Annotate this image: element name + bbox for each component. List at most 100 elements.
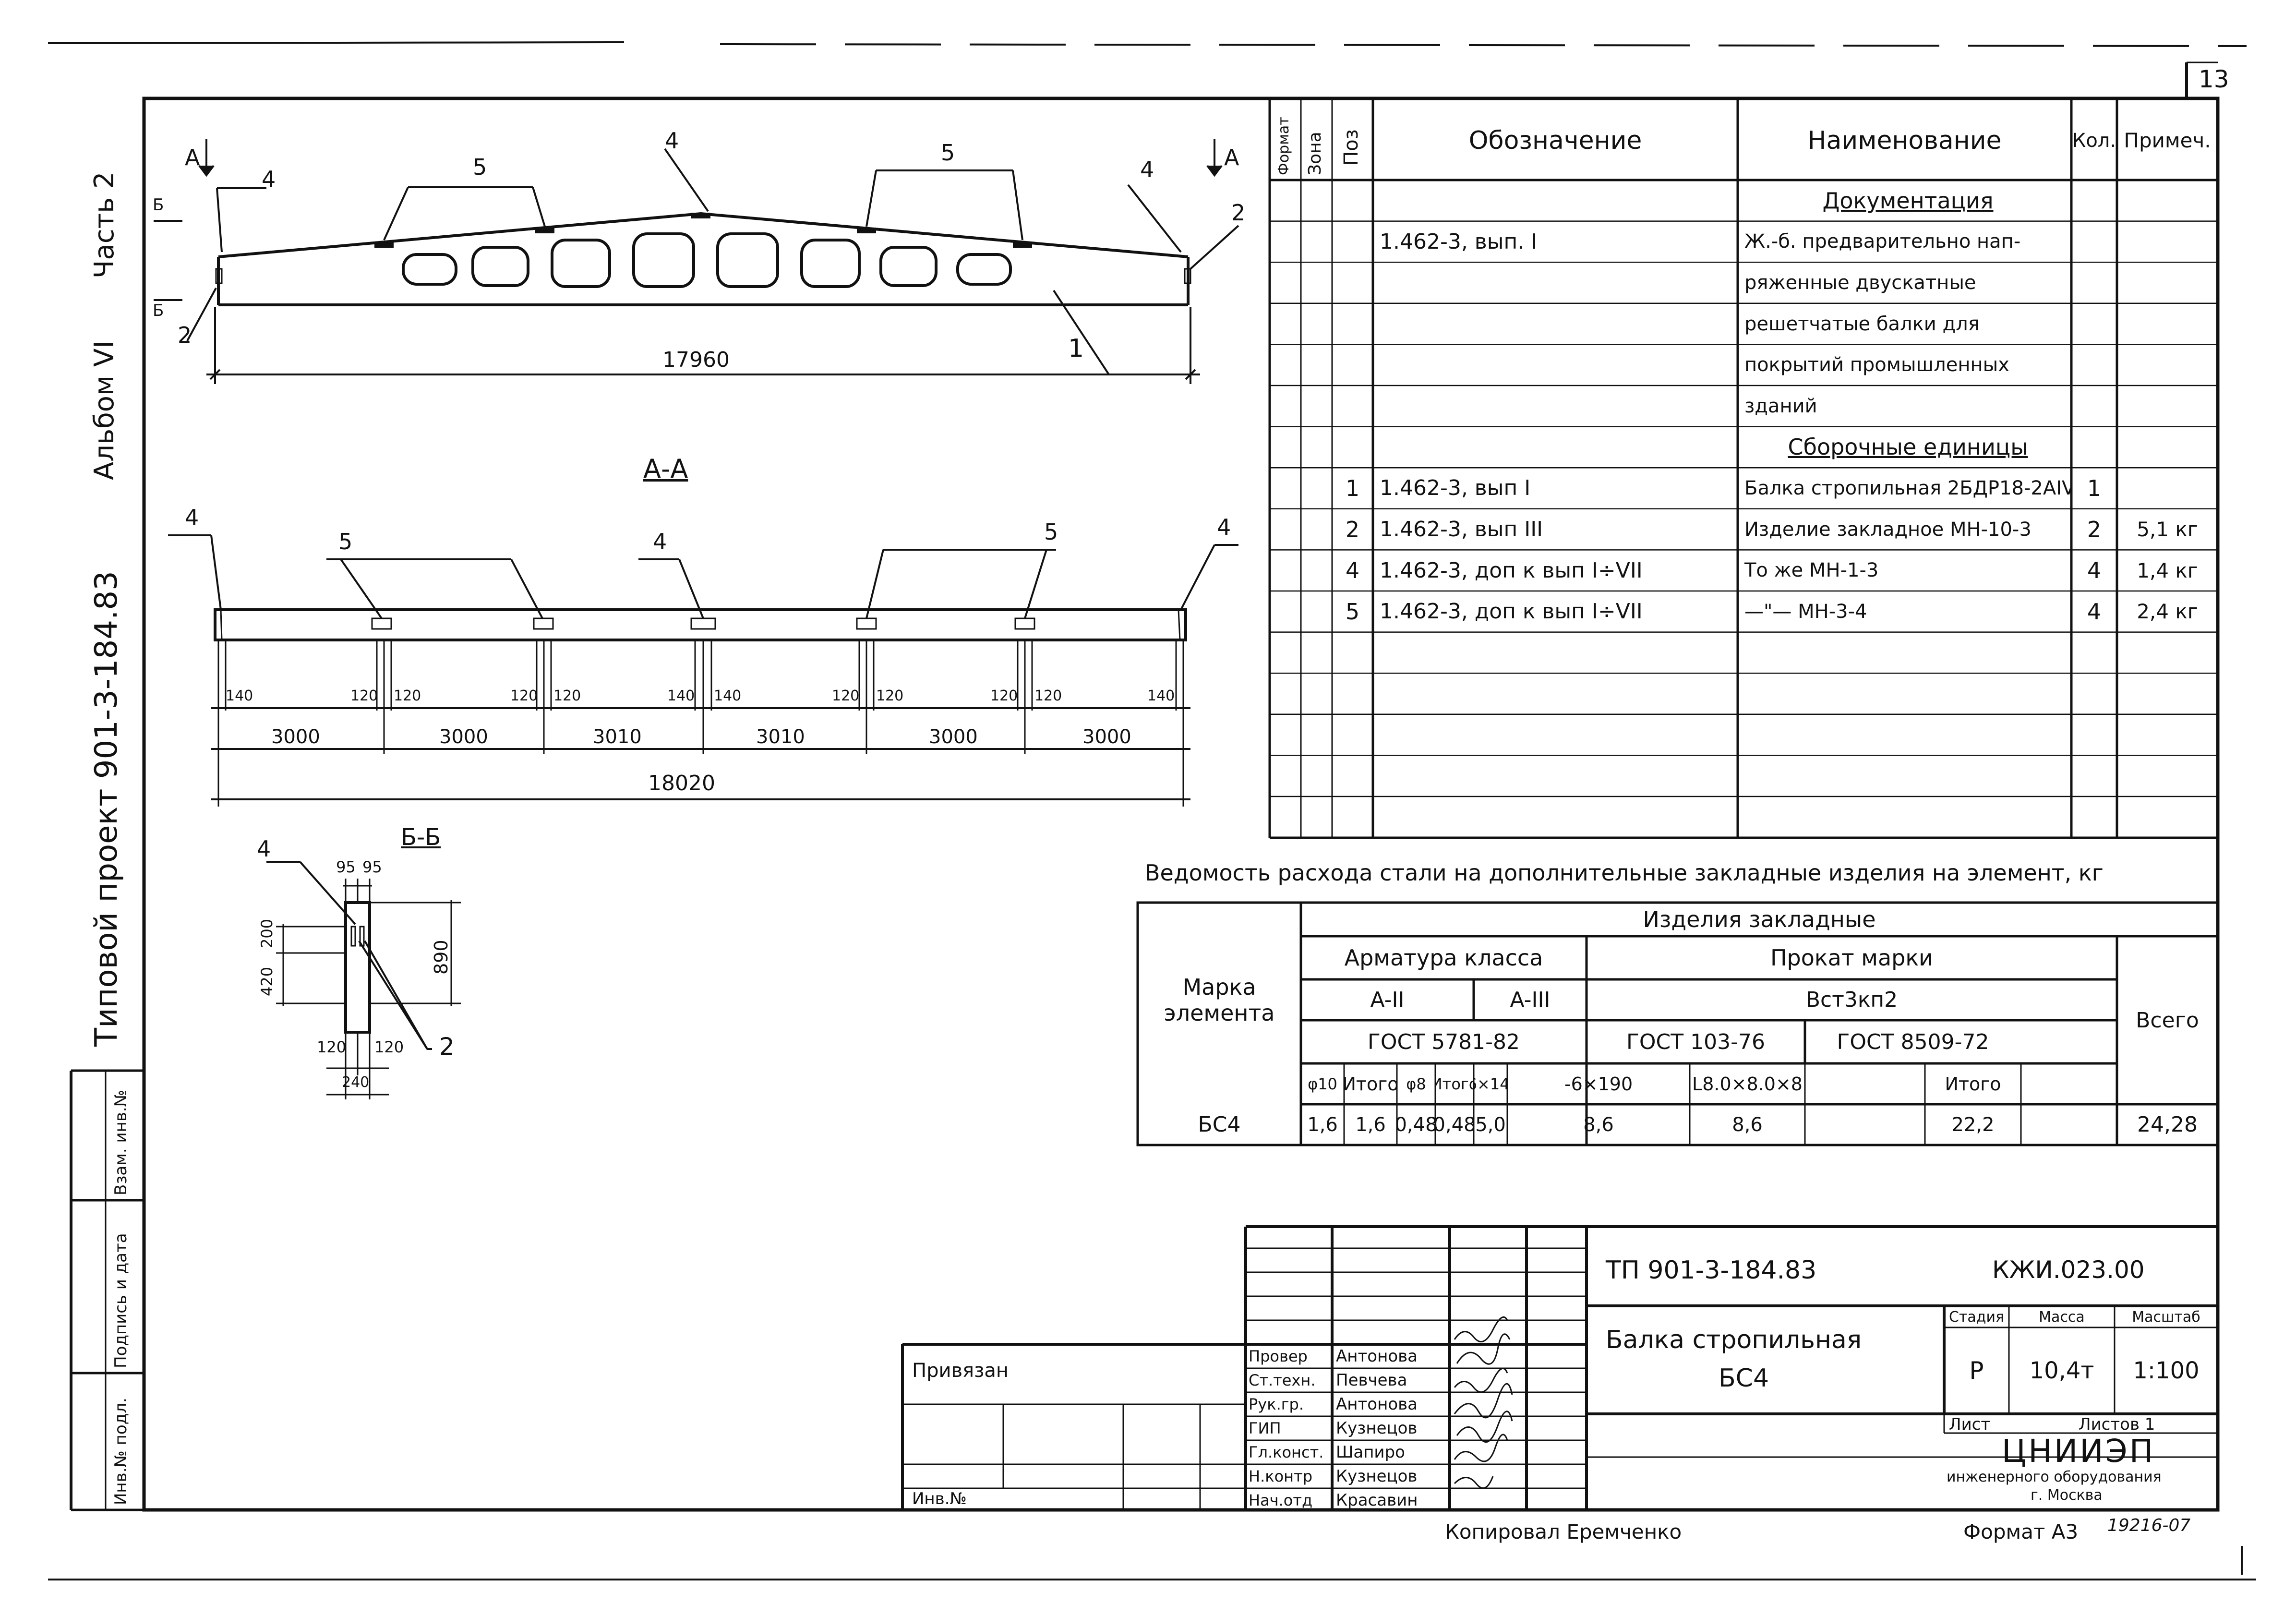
side-part: Часть 2 [89, 171, 120, 278]
aa-dim: 120 [553, 687, 581, 704]
spec-cell-qty: 4 [2087, 557, 2102, 584]
spec-cell-qty [2071, 427, 2117, 468]
aa-label-5-right: 5 [1044, 519, 1058, 545]
sheet-code: КЖИ.023.00 [1992, 1256, 2145, 1284]
spec-cell-designation [1373, 632, 1738, 674]
steel-subheader: Итого [1945, 1073, 2001, 1095]
elev-pos-5a: 5 [473, 154, 487, 180]
spec-cell-note: 2,4 кг [2137, 600, 2198, 624]
aa-span: 3010 [756, 726, 805, 748]
spec-cell-pos [1332, 303, 1373, 345]
spec-cell-qty [2071, 755, 2117, 796]
spec-cell-designation [1373, 180, 1738, 221]
spec-cell-name [1738, 796, 2071, 838]
spec-cell-qty [2071, 303, 2117, 345]
elev-pos-4b: 4 [665, 128, 679, 154]
aa-dim: 120 [1034, 687, 1062, 704]
scale-value: 1:100 [2133, 1357, 2200, 1384]
aa-span: 3010 [593, 726, 642, 748]
org-city: г. Москва [2031, 1487, 2103, 1504]
spec-cell-pos [1332, 427, 1373, 468]
steel-rolled-header: Прокат марки [1770, 945, 1934, 971]
steel-row-mark: БС4 [1198, 1112, 1241, 1137]
spec-cell-name [1738, 714, 2071, 756]
spec-cell-designation: 1.462-3, вып III [1380, 517, 1543, 542]
spec-cell-name [1738, 755, 2071, 796]
spec-cell-note [2117, 427, 2218, 468]
spec-cell-name: решетчатые балки для [1744, 313, 1980, 335]
spec-cell-pos [1332, 180, 1373, 221]
steel-grade: Вст3кп2 [1805, 988, 1898, 1012]
spec-cell-name: То же МН-1-3 [1744, 559, 1879, 582]
sheet-number: 13 [2199, 65, 2229, 93]
steel-a3: A-III [1510, 988, 1551, 1012]
spec-cell-qty [2071, 796, 2117, 838]
attached-label: Привязан [912, 1360, 1009, 1382]
spec-cell-note [2117, 303, 2218, 345]
side-cell-replace: Взам. инв.№ [111, 1089, 131, 1195]
spec-cell-designation [1373, 755, 1738, 796]
sheets-label: Листов 1 [2079, 1415, 2155, 1434]
aa-span: 3000 [1082, 726, 1131, 748]
spec-cell-pos [1332, 344, 1373, 386]
steel-subheader [1805, 1063, 1925, 1104]
scale-label: Масштаб [2132, 1309, 2200, 1326]
elev-pos-4a: 4 [262, 166, 276, 192]
steel-mark-header: Марка элемента [1138, 936, 1301, 1063]
aa-dim: 120 [990, 687, 1018, 704]
elev-pos-2-left: 2 [178, 322, 192, 348]
spec-cell-name [1738, 632, 2071, 674]
aa-dim: 120 [876, 687, 904, 704]
aa-span: 3000 [929, 726, 978, 748]
steel-a2: A-II [1370, 988, 1405, 1012]
steel-subheader: Итого [1344, 1073, 1397, 1095]
bb-bottom-dim-left: 120 [317, 1038, 347, 1056]
aa-dim: 120 [510, 687, 538, 704]
steel-subheader: -6×190 [1564, 1073, 1633, 1095]
side-cell-inv: Инв.№ подл. [111, 1398, 131, 1505]
bb-top-dim-left: 95 [336, 858, 356, 876]
steel-value: 0,48 [1435, 1113, 1474, 1136]
spec-cell-designation [1373, 714, 1738, 756]
steel-rebar-header: Арматура класса [1344, 945, 1543, 971]
spec-cell-pos [1332, 221, 1373, 263]
bb-dim-200: 200 [258, 918, 276, 948]
spec-cell-designation: 1.462-3, доп к вып I÷VII [1380, 599, 1643, 624]
sheet-label: Лист [1949, 1415, 1991, 1434]
spec-cell-note [2117, 344, 2218, 386]
bb-width: 240 [342, 1074, 370, 1091]
steel-subheader: -6×140 [1474, 1074, 1507, 1093]
aa-total: 18020 [648, 771, 715, 796]
spec-cell-name: Документация [1822, 187, 1994, 214]
bb-label-2: 2 [439, 1033, 455, 1061]
elev-length: 17960 [662, 348, 730, 372]
spec-cell-qty [2071, 221, 2117, 263]
steel-row-total: 24,28 [2137, 1112, 2198, 1137]
side-project: Типовой проект 901-3-184.83 [89, 571, 124, 1047]
spec-cell-pos [1332, 262, 1373, 303]
spec-cell-pos: 2 [1345, 516, 1360, 543]
tb-role: Ст.техн. [1249, 1371, 1316, 1389]
spec-cell-note [2117, 221, 2218, 263]
spec-cell-qty [2071, 632, 2117, 674]
spec-cell-pos [1332, 714, 1373, 756]
elev-pos-1: 1 [1068, 334, 1084, 363]
spec-cell-note [2117, 386, 2218, 427]
spec-header-zone: Зона [1305, 132, 1325, 175]
spec-cell-pos: 4 [1345, 557, 1360, 584]
spec-cell-pos [1332, 755, 1373, 796]
steel-value: 22,2 [1951, 1113, 1995, 1136]
spec-cell-pos [1332, 632, 1373, 674]
aa-label-4-right: 4 [1217, 514, 1231, 540]
mass-value: 10,4т [2029, 1357, 2094, 1384]
spec-cell-name: Сборочные единицы [1788, 434, 2028, 460]
spec-cell-pos [1332, 673, 1373, 714]
spec-cell-designation [1373, 673, 1738, 714]
spec-cell-note [2117, 262, 2218, 303]
spec-cell-designation [1373, 386, 1738, 427]
steel-gost1: ГОСТ 5781-82 [1368, 1029, 1520, 1054]
spec-cell-note [2117, 796, 2218, 838]
aa-span: 3000 [439, 726, 488, 748]
spec-cell-name: покрытий промышленных [1744, 354, 2009, 376]
